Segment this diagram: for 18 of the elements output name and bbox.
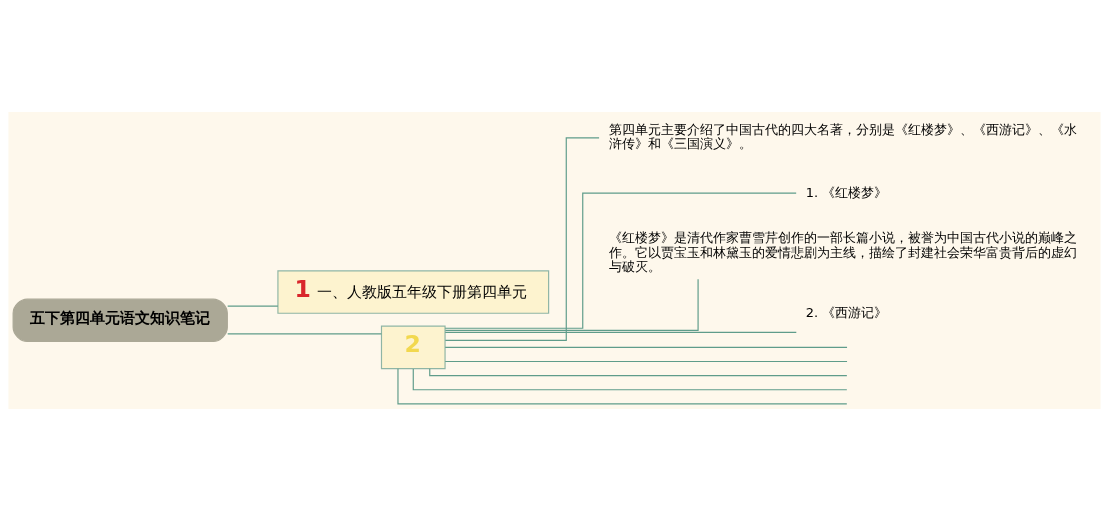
connector (227, 305, 279, 307)
node-box: 五下第四单元语文知识笔记 (12, 298, 228, 342)
connector (429, 367, 848, 376)
connector (444, 192, 797, 329)
node-text: 第四单元主要介绍了中国古代的四大名著，分别是《红楼梦》、《西游记》、《水浒传》和《三国演义》。 (608, 121, 1077, 151)
connector (397, 367, 848, 404)
connector (227, 332, 382, 334)
node-box: 1 一、人教版五年级下册第四单元 (277, 269, 550, 314)
node-text: 《红楼梦》是清代作家曹雪芹创作的一部长篇小说，被誉为中国古代小说的巅峰之作。它以贾宝玉和林黛玉的爱情悲剧为主线，描绘了封建社会荣华富贵背后的虚幻与破灭。 (608, 229, 1077, 274)
node-box: 2 (380, 325, 446, 369)
connector (444, 360, 848, 362)
node-text: 1. 《红楼梦》 (805, 184, 888, 199)
connector (444, 278, 699, 331)
connector (444, 136, 600, 341)
connector (444, 331, 797, 333)
connector (412, 367, 848, 390)
node-text: 2. 《西游记》 (805, 304, 888, 320)
connector (444, 346, 848, 348)
